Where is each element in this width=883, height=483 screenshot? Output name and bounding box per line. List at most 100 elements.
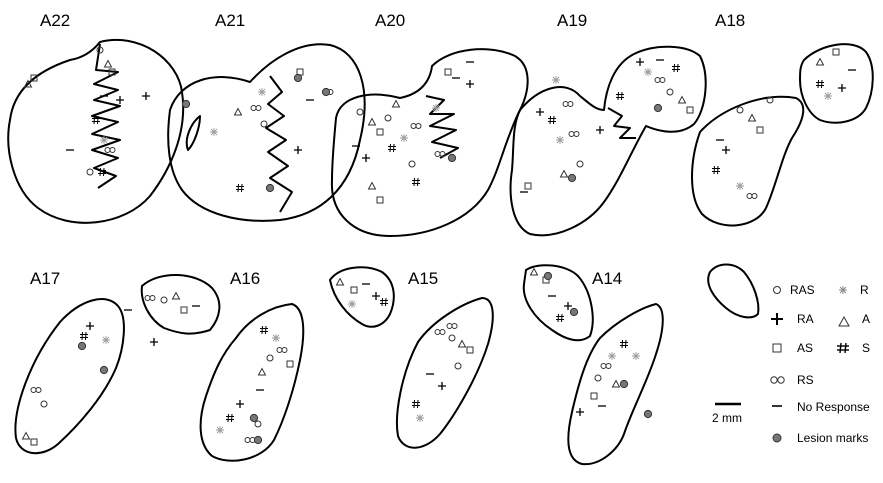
response-marker xyxy=(616,92,624,100)
lesion-mark xyxy=(654,104,661,111)
response-marker xyxy=(667,89,673,95)
lesion-mark xyxy=(322,88,329,95)
section-a18 xyxy=(692,44,873,225)
response-marker xyxy=(466,80,474,88)
lesion-mark xyxy=(448,154,455,161)
response-marker xyxy=(261,121,267,127)
legend: RAS R RA A AS S RS 2 mm No Response Lesi… xyxy=(712,283,870,445)
response-marker xyxy=(687,107,693,113)
legend-mini-outline xyxy=(708,265,758,318)
response-marker xyxy=(362,154,370,162)
response-marker xyxy=(672,64,680,72)
response-marker xyxy=(380,298,388,306)
response-marker xyxy=(817,59,824,66)
section-label-a14: A14 xyxy=(592,269,622,288)
lesion-mark xyxy=(620,380,627,387)
response-marker xyxy=(601,364,611,369)
response-marker xyxy=(216,426,224,434)
legend-circle-icon xyxy=(774,287,781,294)
response-marker xyxy=(145,296,155,301)
response-marker xyxy=(272,334,280,342)
response-marker xyxy=(31,439,37,445)
response-marker xyxy=(636,58,644,66)
response-marker xyxy=(577,161,583,167)
response-marker xyxy=(531,269,538,276)
response-marker xyxy=(260,326,268,334)
response-marker xyxy=(100,136,108,144)
response-marker xyxy=(412,400,420,408)
section-label-a20: A20 xyxy=(375,11,405,30)
response-marker xyxy=(596,126,604,134)
section-a14 xyxy=(524,265,663,464)
response-markers xyxy=(23,47,857,445)
response-marker xyxy=(267,355,273,361)
lesion-mark xyxy=(294,74,301,81)
response-marker xyxy=(287,361,293,367)
section-label-a21: A21 xyxy=(215,11,245,30)
legend-label-rs: RS xyxy=(797,373,814,387)
response-marker xyxy=(409,161,415,167)
lesion-mark xyxy=(250,414,257,421)
response-marker xyxy=(548,116,556,124)
response-marker xyxy=(236,400,244,408)
response-marker xyxy=(181,307,187,313)
response-marker xyxy=(445,69,451,75)
response-marker xyxy=(23,433,30,440)
response-marker xyxy=(173,293,180,300)
response-marker xyxy=(838,84,846,92)
scale-bar-label: 2 mm xyxy=(712,411,742,425)
section-label-a16: A16 xyxy=(230,269,260,288)
response-marker xyxy=(41,401,47,407)
response-marker xyxy=(435,330,445,335)
response-marker xyxy=(161,297,167,303)
response-marker xyxy=(561,171,568,178)
response-marker xyxy=(357,109,363,115)
response-marker xyxy=(644,68,652,76)
legend-label-ras: RAS xyxy=(790,283,815,297)
response-marker xyxy=(816,80,824,88)
response-marker xyxy=(259,369,266,376)
legend-hash-icon xyxy=(837,343,849,353)
lesion-mark xyxy=(568,174,575,181)
response-marker xyxy=(372,292,380,300)
response-marker xyxy=(235,109,242,116)
response-marker xyxy=(226,414,234,422)
legend-label-ra: RA xyxy=(797,312,814,326)
response-marker xyxy=(595,375,601,381)
response-marker xyxy=(632,352,640,360)
response-marker xyxy=(258,88,266,96)
response-marker xyxy=(150,338,158,346)
response-marker xyxy=(576,408,584,416)
response-marker xyxy=(459,341,466,348)
legend-label-r: R xyxy=(860,283,869,297)
response-marker xyxy=(377,129,383,135)
lesion-mark xyxy=(544,272,551,279)
legend-lesion-icon xyxy=(773,434,781,442)
response-marker xyxy=(620,340,628,348)
response-marker xyxy=(757,127,763,133)
response-marker xyxy=(722,146,730,154)
legend-square-icon xyxy=(773,344,781,352)
response-marker xyxy=(467,347,473,353)
lesion-mark xyxy=(254,436,261,443)
legend-label-no-response: No Response xyxy=(797,400,870,414)
section-a22 xyxy=(8,40,183,223)
response-marker xyxy=(569,132,579,137)
response-marker xyxy=(348,300,356,308)
legend-infinity-icon xyxy=(771,377,784,383)
response-marker xyxy=(87,169,93,175)
lesion-mark xyxy=(266,184,273,191)
response-marker xyxy=(31,387,41,392)
response-marker xyxy=(525,183,531,189)
response-marker xyxy=(369,183,376,190)
response-marker xyxy=(608,352,616,360)
section-label-a15: A15 xyxy=(408,269,438,288)
legend-label-as: AS xyxy=(797,341,813,355)
response-marker xyxy=(455,363,461,369)
response-marker xyxy=(337,279,344,286)
response-marker xyxy=(412,178,420,186)
response-marker xyxy=(824,92,832,100)
response-marker xyxy=(736,182,744,190)
response-marker xyxy=(351,287,357,293)
